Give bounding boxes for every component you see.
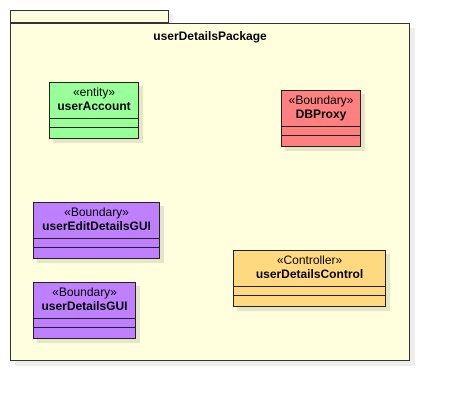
operations-compartment bbox=[50, 128, 138, 137]
class-header: «Controller» userDetailsControl bbox=[234, 251, 385, 287]
class-stereotype: «Boundary» bbox=[64, 205, 129, 219]
class-stereotype: «Boundary» bbox=[288, 93, 354, 107]
operations-compartment bbox=[34, 248, 159, 257]
attributes-compartment bbox=[50, 119, 138, 128]
attributes-compartment bbox=[234, 287, 385, 296]
class-header: «Boundary» userEditDetailsGUI bbox=[34, 203, 159, 239]
class-stereotype: «entity» bbox=[72, 85, 116, 99]
operations-compartment bbox=[234, 296, 385, 305]
class-dbproxy[interactable]: «Boundary» DBProxy bbox=[281, 90, 361, 147]
class-name: userEditDetailsGUI bbox=[42, 219, 151, 233]
operations-compartment bbox=[34, 328, 135, 337]
attributes-compartment bbox=[34, 319, 135, 328]
attributes-compartment bbox=[34, 239, 159, 248]
class-header: «Boundary» userDetailsGUI bbox=[34, 283, 135, 319]
class-stereotype: «Controller» bbox=[276, 253, 343, 267]
attributes-compartment bbox=[282, 127, 360, 136]
class-name: userAccount bbox=[57, 99, 131, 113]
class-user-account[interactable]: «entity» userAccount bbox=[49, 82, 139, 139]
class-user-edit-details-gui[interactable]: «Boundary» userEditDetailsGUI bbox=[33, 202, 160, 259]
class-name: userDetailsControl bbox=[255, 267, 364, 281]
class-name: userDetailsGUI bbox=[41, 299, 128, 313]
class-user-details-control[interactable]: «Controller» userDetailsControl bbox=[233, 250, 386, 307]
operations-compartment bbox=[282, 136, 360, 145]
class-name: DBProxy bbox=[295, 107, 347, 121]
class-header: «entity» userAccount bbox=[50, 83, 138, 119]
class-header: «Boundary» DBProxy bbox=[282, 91, 360, 127]
class-stereotype: «Boundary» bbox=[52, 285, 117, 299]
class-user-details-gui[interactable]: «Boundary» userDetailsGUI bbox=[33, 282, 136, 339]
package-tab bbox=[10, 10, 169, 23]
package-name: userDetailsPackage bbox=[153, 29, 267, 43]
